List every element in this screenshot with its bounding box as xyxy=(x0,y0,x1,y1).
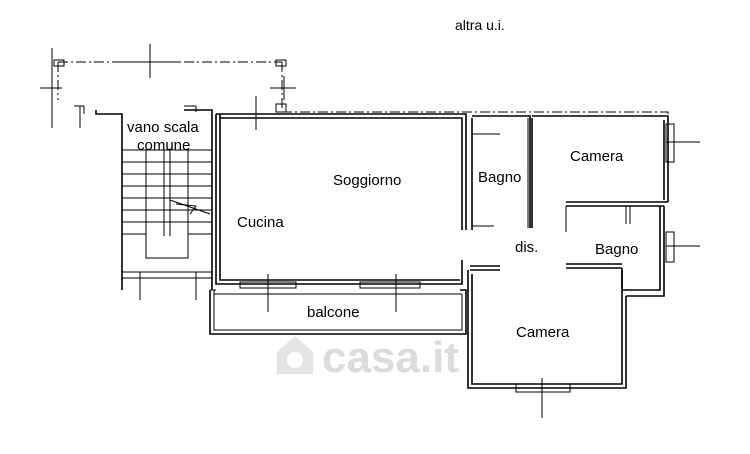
label-dis: dis. xyxy=(515,239,538,256)
stair-steps xyxy=(122,149,212,259)
label-vano-scala: vano scala xyxy=(127,119,199,136)
label-comune: comune xyxy=(137,137,190,154)
house-logo-icon xyxy=(277,336,313,374)
label-camera-1: Camera xyxy=(570,148,624,165)
label-altra-ui: altra u.i. xyxy=(455,17,505,33)
label-soggiorno: Soggiorno xyxy=(333,172,401,189)
watermark-text: casa.it xyxy=(322,333,459,382)
label-bagno-1: Bagno xyxy=(478,169,521,186)
label-bagno-2: Bagno xyxy=(595,241,638,258)
label-camera-2: Camera xyxy=(516,324,570,341)
watermark: casa.it xyxy=(277,333,459,382)
room-labels: altra u.i. vano scala comune Soggiorno C… xyxy=(127,17,638,341)
neighbour-unit-outline xyxy=(40,44,669,128)
label-balcone: balcone xyxy=(307,304,360,321)
stairwell xyxy=(95,105,213,300)
apartment-walls xyxy=(209,96,700,418)
label-cucina: Cucina xyxy=(237,214,284,231)
